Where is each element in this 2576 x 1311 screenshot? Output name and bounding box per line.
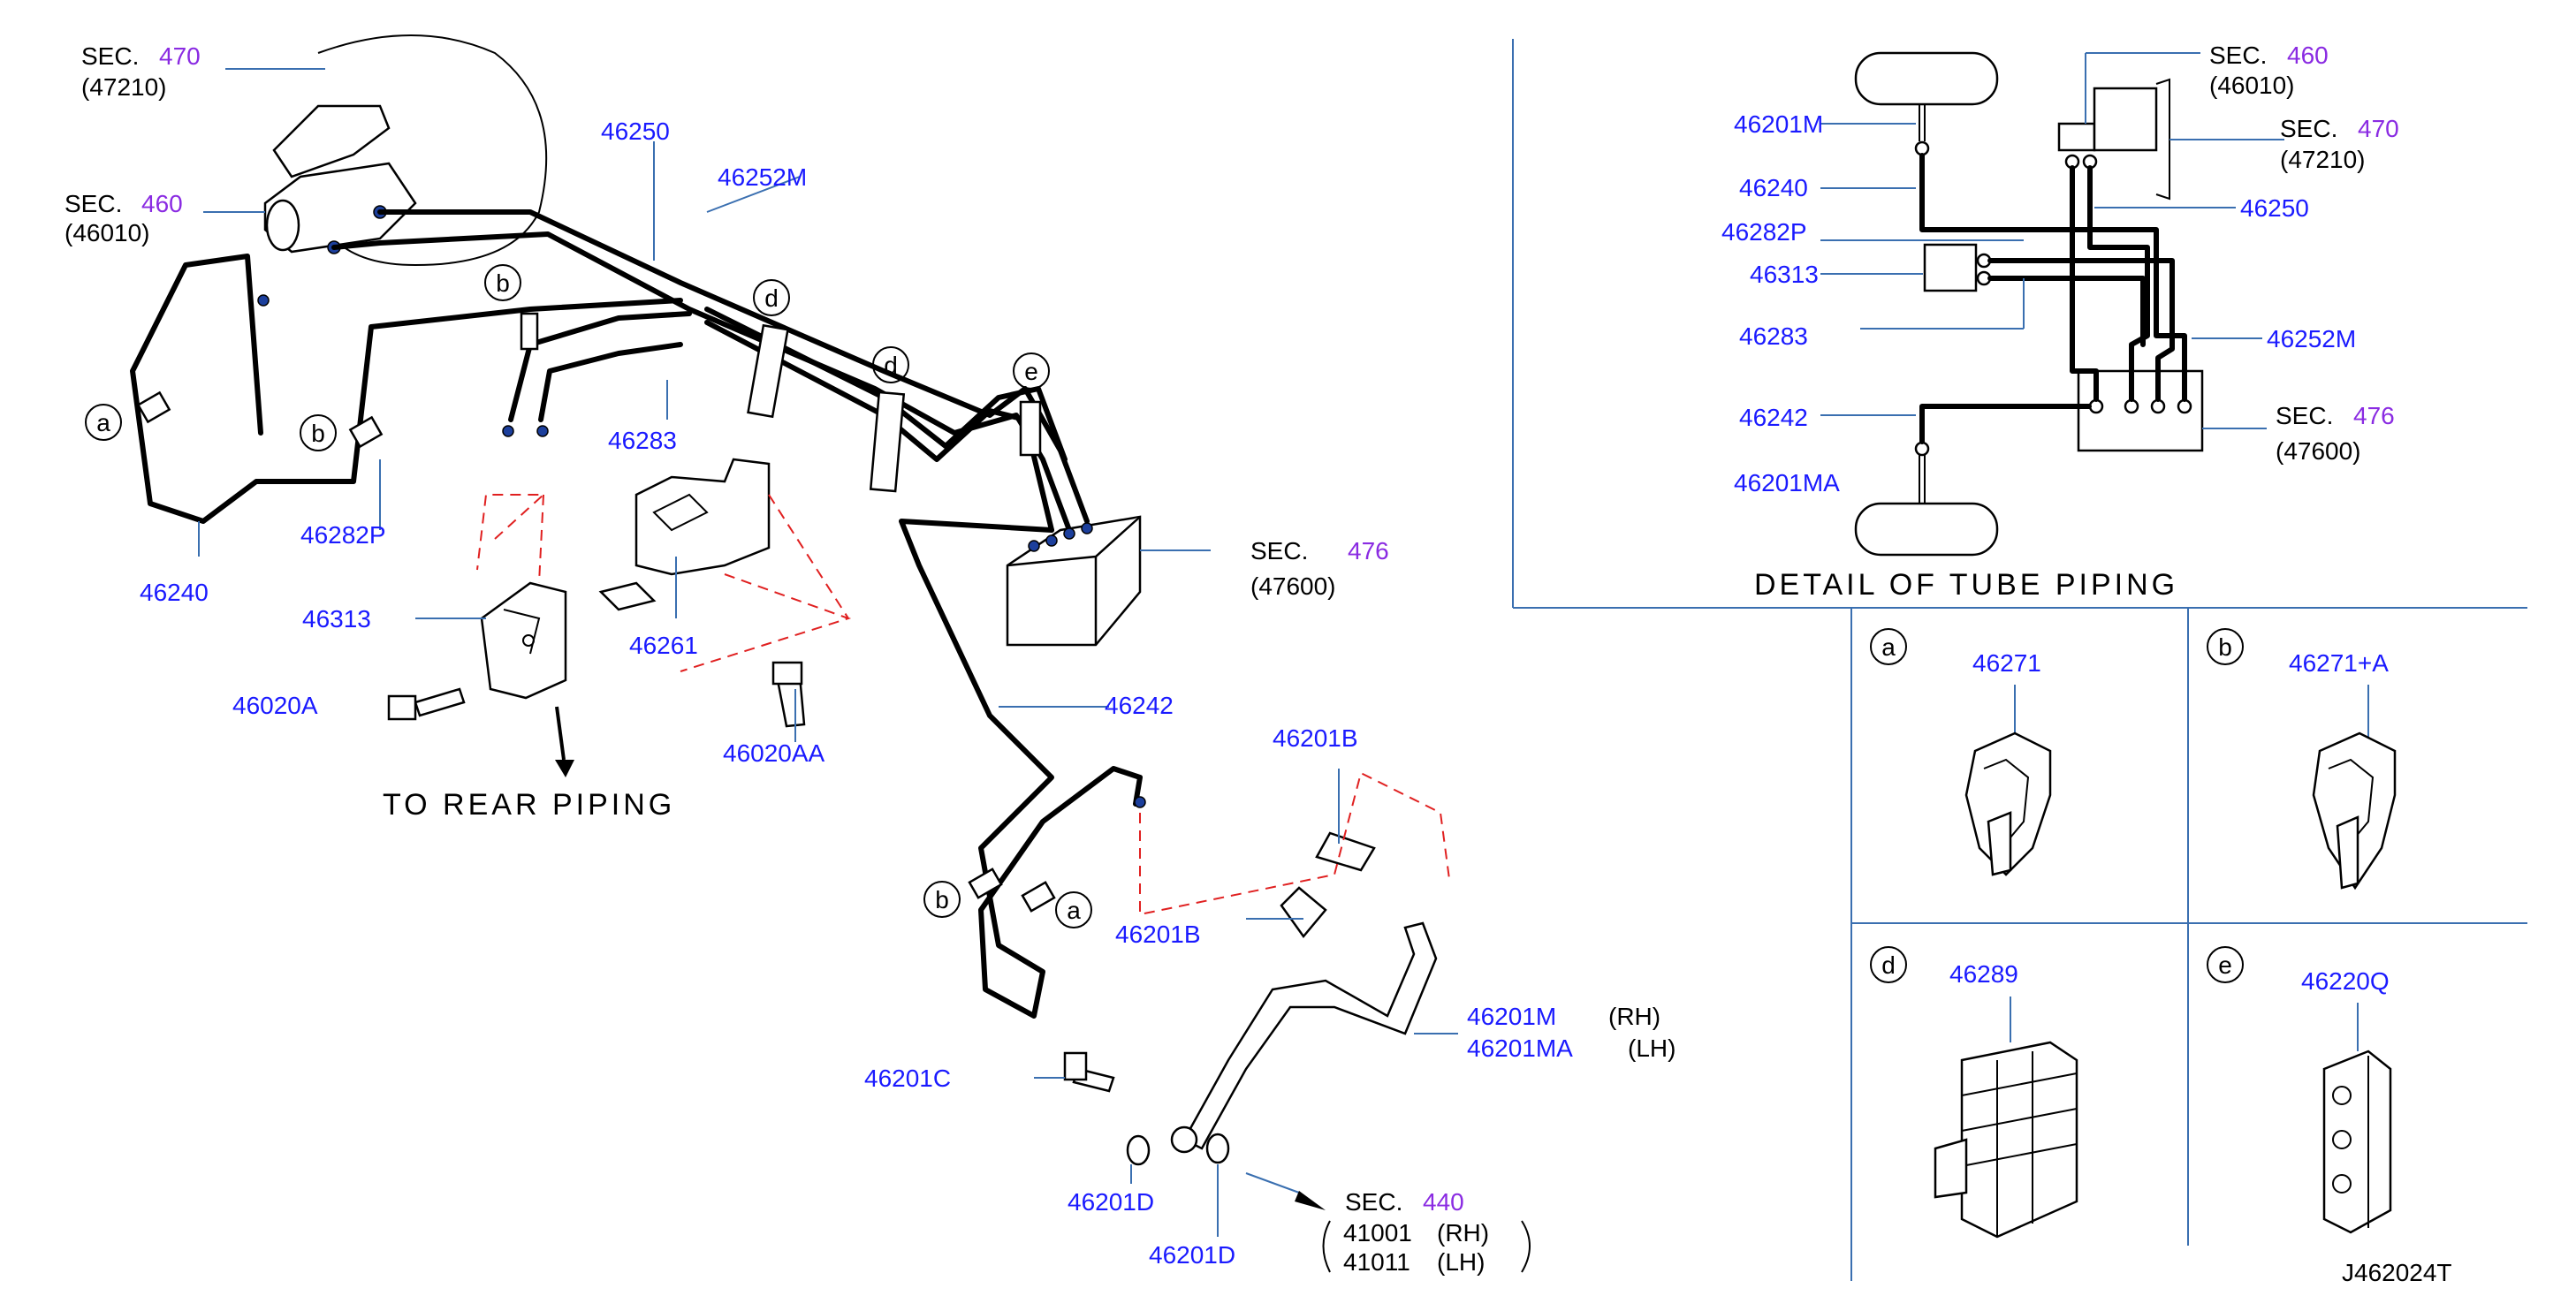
connector-46313 xyxy=(480,581,567,700)
callout-e: e xyxy=(1024,358,1038,385)
abs-actuator xyxy=(1006,515,1142,647)
callout-d: d xyxy=(884,352,898,379)
part-46201b: 46201B xyxy=(1115,921,1201,948)
part-46201d: 46201D xyxy=(1068,1188,1154,1216)
sec460-code: (46010) xyxy=(65,219,150,246)
sec470-number: 470 xyxy=(159,42,201,70)
detail-sec470-number: 470 xyxy=(2358,115,2399,142)
clip-e-callout: e xyxy=(2218,951,2232,979)
arrow-icon xyxy=(1295,1191,1326,1210)
sec440-prefix: SEC. xyxy=(1345,1188,1402,1216)
front-wheel-rh xyxy=(1854,51,1999,106)
callout-a: a xyxy=(1067,897,1081,924)
part-46242: 46242 xyxy=(1105,692,1174,719)
callout-a: a xyxy=(96,409,110,436)
assembly-guide-lines xyxy=(476,494,1450,916)
bolts xyxy=(387,661,1115,1093)
sec470-prefix: SEC. xyxy=(81,42,139,70)
master-cylinder-body xyxy=(2057,122,2096,152)
brake-tube-bundle xyxy=(130,209,1146,1019)
detail-sec460-prefix: SEC. xyxy=(2209,42,2267,69)
sec440-number: 440 xyxy=(1423,1188,1464,1216)
part-41011: 41011 xyxy=(1343,1248,1410,1276)
side-41001: (RH) xyxy=(1437,1219,1489,1247)
clip-46271-icon xyxy=(1964,731,2052,876)
to-rear-piping: TO REAR PIPING xyxy=(383,788,675,822)
part-46313: 46313 xyxy=(302,605,371,633)
detail-part-46250: 46250 xyxy=(2240,194,2309,222)
bracket-46261 xyxy=(598,458,771,611)
callout-b: b xyxy=(935,886,949,913)
detail-sec476-number: 476 xyxy=(2353,402,2395,429)
side-lh: (LH) xyxy=(1628,1034,1676,1062)
clip-46220q-icon xyxy=(2322,1050,2392,1234)
callout-d: d xyxy=(764,284,779,312)
part-46283: 46283 xyxy=(608,427,677,454)
sec460-prefix: SEC. xyxy=(65,190,122,217)
clip-a-callout: a xyxy=(1881,633,1896,661)
master-cylinder-booster xyxy=(263,34,548,267)
sec476-number: 476 xyxy=(1348,537,1389,565)
clip-a-part: 46271 xyxy=(1972,649,2041,677)
callout-b: b xyxy=(496,269,510,297)
part-46201ma: 46201MA xyxy=(1467,1034,1573,1062)
clip-detail-grid: a 46271 b 46271+A d 46289 e 46220Q xyxy=(1850,608,2527,1281)
detail-part-46313: 46313 xyxy=(1750,261,1819,288)
detail-sec476-code: (47600) xyxy=(2276,437,2361,465)
pipe-clips xyxy=(136,312,1056,913)
main-labels: SEC. 470 (47210) SEC. 460 (46010) 46250 … xyxy=(65,42,1676,1276)
part-46282p: 46282P xyxy=(300,521,386,549)
part-46201c: 46201C xyxy=(864,1065,951,1092)
part-46261: 46261 xyxy=(629,632,698,659)
part-41001: 41001 xyxy=(1343,1219,1412,1247)
side-41011: (LH) xyxy=(1437,1248,1485,1276)
brake-hose xyxy=(1126,831,1438,1166)
leader-lines xyxy=(198,68,1458,1237)
detail-sec460-number: 460 xyxy=(2287,42,2329,69)
clip-46289-icon xyxy=(1934,1041,2078,1239)
sec476-prefix: SEC. xyxy=(1250,537,1308,565)
detail-sec460-code: (46010) xyxy=(2209,72,2295,99)
booster-body xyxy=(2093,87,2158,152)
front-wheel-lh xyxy=(1854,502,1999,557)
detail-part-46201ma: 46201MA xyxy=(1734,469,1840,496)
diagram-id: J462024T xyxy=(2342,1259,2452,1286)
detail-part-46201m: 46201M xyxy=(1734,110,1823,138)
callout-b: b xyxy=(311,420,325,447)
part-46020a: 46020A xyxy=(232,692,318,719)
detail-part-46283: 46283 xyxy=(1739,322,1808,350)
clip-d-part: 46289 xyxy=(1949,960,2018,988)
sec460-number: 460 xyxy=(141,190,183,217)
detail-sec470-prefix: SEC. xyxy=(2280,115,2337,142)
part-46240: 46240 xyxy=(140,579,209,606)
part-46201m: 46201M xyxy=(1467,1003,1556,1030)
part-46252m: 46252M xyxy=(718,163,807,191)
detail-part-46252m: 46252M xyxy=(2267,325,2356,352)
part-46201d: 46201D xyxy=(1149,1241,1235,1269)
detail-part-46240: 46240 xyxy=(1739,174,1808,201)
sec476-code: (47600) xyxy=(1250,572,1336,600)
proportioning-valve xyxy=(1923,243,1978,292)
detail-of-tube-piping: 46201M 46240 46282P 46313 46283 46242 46… xyxy=(1512,39,2527,609)
part-46020aa: 46020AA xyxy=(723,739,825,767)
clip-46271a-icon xyxy=(2312,731,2397,890)
clip-e-part: 46220Q xyxy=(2301,967,2390,995)
detail-sec476-prefix: SEC. xyxy=(2276,402,2333,429)
clip-d-callout: d xyxy=(1881,951,1896,979)
detail-sec470-code: (47210) xyxy=(2280,146,2366,173)
arrow-down-icon xyxy=(555,760,574,777)
clip-b-part: 46271+A xyxy=(2289,649,2389,677)
detail-part-46242: 46242 xyxy=(1739,404,1808,431)
detail-title: DETAIL OF TUBE PIPING xyxy=(1754,568,2178,602)
detail-part-46282p: 46282P xyxy=(1721,218,1807,246)
sec470-code: (47210) xyxy=(81,73,167,101)
clip-b-callout: b xyxy=(2218,633,2232,661)
main-callouts: a b b d d e b a xyxy=(85,264,1092,928)
part-46250: 46250 xyxy=(601,117,670,145)
part-46201b: 46201B xyxy=(1273,724,1358,752)
side-rh: (RH) xyxy=(1608,1003,1660,1030)
